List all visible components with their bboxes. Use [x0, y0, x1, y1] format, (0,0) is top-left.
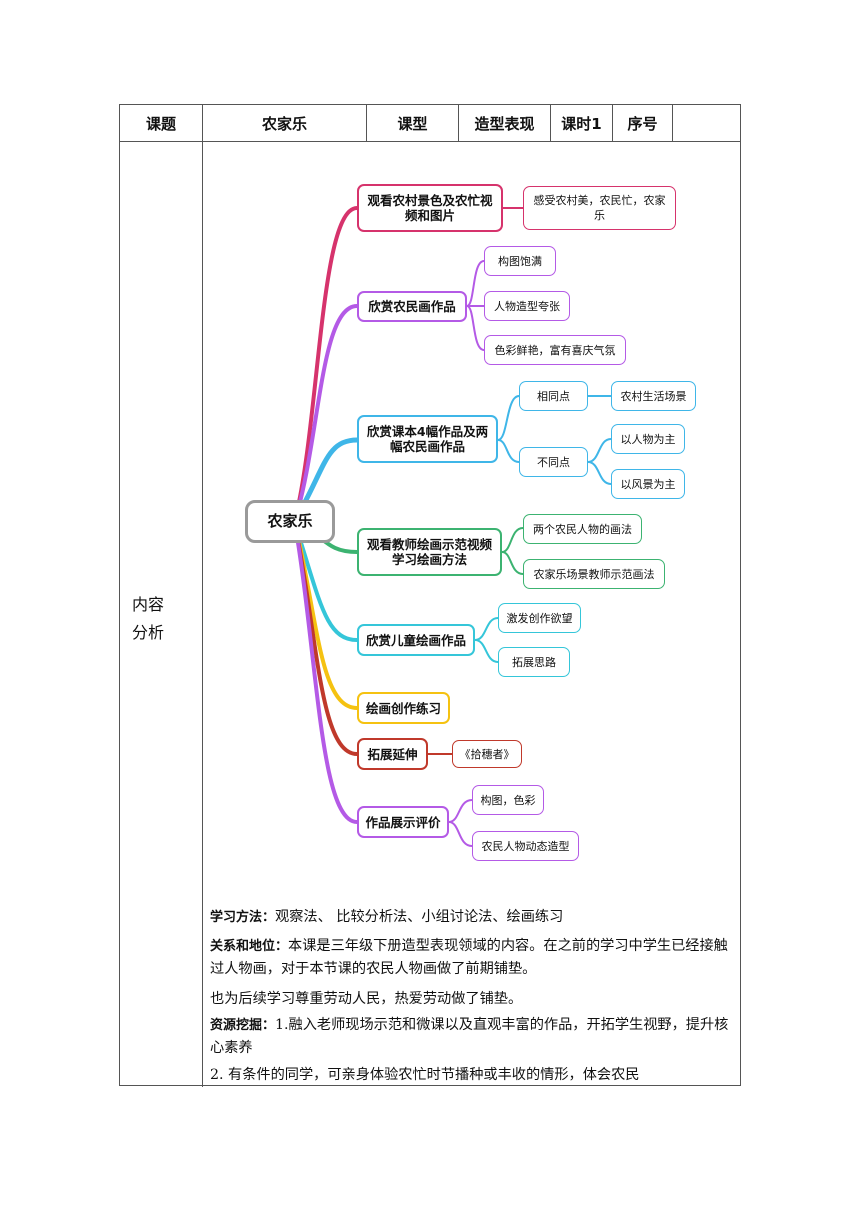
col-divider [202, 141, 203, 1087]
method-label: 学习方法： [210, 910, 276, 925]
mindmap-root: 农家乐 [245, 500, 335, 543]
branch-node-8: 作品展示评价 [357, 806, 449, 838]
row-divider [120, 141, 740, 142]
type-label: 课型 [397, 114, 428, 133]
leaf-node: 农村生活场景 [611, 381, 696, 411]
leaf-node: 以风景为主 [611, 469, 685, 499]
col-divider [458, 105, 459, 141]
leaf-node: 相同点 [519, 381, 588, 411]
topic-value: 农家乐 [261, 114, 307, 133]
leaf-node: 以人物为主 [611, 424, 685, 454]
label-line-1: 内容 [132, 595, 165, 614]
leaf-node: 两个农民人物的画法 [523, 514, 642, 544]
resource-paragraph: 资源挖掘：1.融入老师现场示范和微课以及直观丰富的作品，开拓学生视野，提升核心素… [210, 1014, 738, 1060]
relation-text: 本课是三年级下册造型表现领域的内容。在之前的学习中学生已经接触过人物画，对于本节… [210, 938, 728, 977]
leaf-node: 感受农村美，农民忙，农家乐 [523, 186, 676, 230]
method-paragraph: 学习方法：观察法、 比较分析法、小组讨论法、绘画练习 [210, 906, 738, 929]
leaf-node: 激发创作欲望 [498, 603, 581, 633]
col-divider [612, 105, 613, 141]
branch-line-1 [293, 206, 359, 522]
seq-label: 序号 [627, 114, 658, 133]
leaf-node: 色彩鲜艳，富有喜庆气氛 [484, 335, 626, 365]
resource-label: 资源挖掘： [210, 1018, 276, 1033]
resource-text: 1.融入老师现场示范和微课以及直观丰富的作品，开拓学生视野，提升核心素养 [210, 1017, 729, 1056]
branch-line-8 [293, 522, 359, 824]
branch-node-1: 观看农村景色及农忙视频和图片 [357, 184, 503, 232]
branch-node-2: 欣赏农民画作品 [357, 291, 467, 322]
branch-line-2 [293, 304, 359, 522]
col-divider [550, 105, 551, 141]
leaf-node: 拓展思路 [498, 647, 570, 677]
leaf-node: 农民人物动态造型 [472, 831, 579, 861]
relation-text-2: 也为后续学习尊重劳动人民，热爱劳动做了铺垫。 [210, 991, 523, 1007]
leaf-node: 农家乐场景教师示范画法 [523, 559, 665, 589]
hours-label: 课时1 [561, 114, 602, 133]
label-line-2: 分析 [132, 623, 165, 642]
relation-paragraph-2: 也为后续学习尊重劳动人民，热爱劳动做了铺垫。 [210, 988, 738, 1011]
leaf-node: 人物造型夸张 [484, 291, 570, 321]
branch-node-3: 欣赏课本4幅作品及两幅农民画作品 [357, 415, 498, 463]
col-divider [202, 105, 203, 141]
relation-paragraph: 关系和地位：本课是三年级下册造型表现领域的内容。在之前的学习中学生已经接触过人物… [210, 935, 738, 981]
col-divider [672, 105, 673, 141]
leaf-node: 《拾穗者》 [452, 740, 522, 768]
branch-node-7: 拓展延伸 [357, 738, 428, 770]
topic-label: 课题 [145, 114, 176, 133]
lesson-table: 课题 农家乐 课型 造型表现 课时1 序号 内容 分析 [119, 104, 741, 1087]
leaf-node: 构图饱满 [484, 246, 556, 276]
type-value: 造型表现 [474, 114, 535, 133]
resource-paragraph-2: 2. 有条件的同学，可亲身体验农忙时节播种或丰收的情形，体会农民 [210, 1064, 738, 1087]
branch-node-6: 绘画创作练习 [357, 692, 450, 724]
branch-node-5: 欣赏儿童绘画作品 [357, 624, 475, 656]
leaf-node: 不同点 [519, 447, 588, 477]
relation-label: 关系和地位： [210, 939, 289, 954]
branch-node-4: 观看教师绘画示范视频学习绘画方法 [357, 528, 502, 576]
method-text: 观察法、 比较分析法、小组讨论法、绘画练习 [275, 909, 564, 925]
resource-text-2: 2. 有条件的同学，可亲身体验农忙时节播种或丰收的情形，体会农民 [210, 1067, 640, 1083]
branch-line-5 [293, 522, 359, 642]
content-analysis-label: 内容 分析 [132, 591, 192, 647]
leaf-node: 构图，色彩 [472, 785, 544, 815]
col-divider [366, 105, 367, 141]
